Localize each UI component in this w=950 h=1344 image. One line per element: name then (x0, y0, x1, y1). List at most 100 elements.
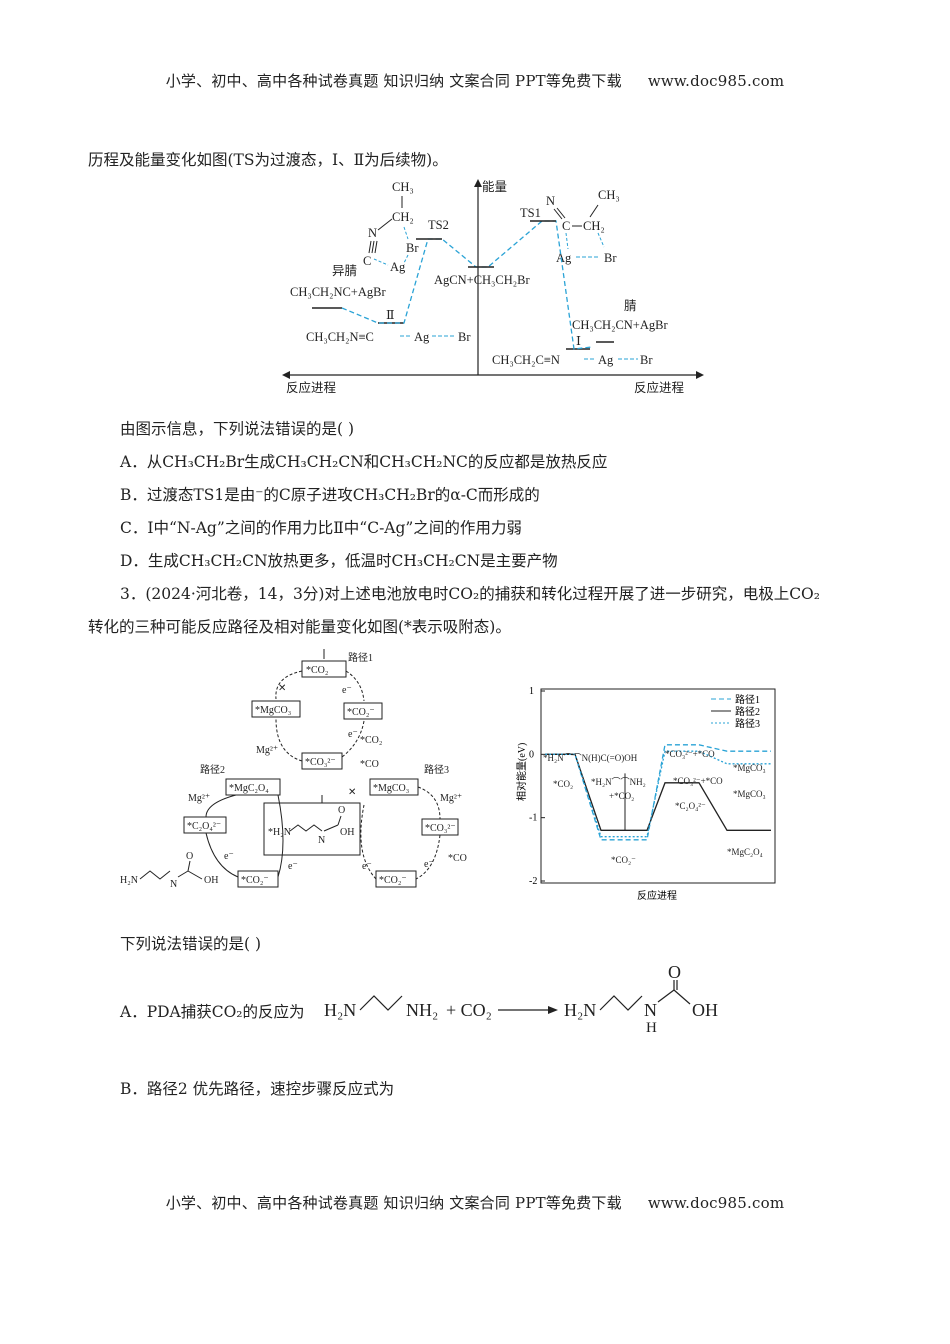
page-header: 小学、初中、高中各种试卷真题 知识归纳 文案合同 PPT等免费下载 www.doc… (0, 70, 950, 91)
right-complex-ag: Ag (598, 353, 614, 367)
box-pda-o: O (338, 805, 345, 816)
x-label-left: 反应进程 (286, 380, 337, 395)
path2-label: 路径2 (200, 763, 225, 776)
series-line-3 (545, 750, 771, 838)
eq-right-oh: OH (692, 1000, 718, 1020)
intermediate-ii-label: Ⅱ (386, 308, 395, 322)
path3-label: 路径3 (424, 763, 449, 776)
left-complex-br: Br (458, 330, 471, 344)
struct-c-left: C (363, 254, 371, 268)
chart-annot-10: *MgC₂O₄ (727, 847, 763, 857)
q3-option-a-label[interactable]: A．PDA捕获CO₂的反应为 (120, 1003, 305, 1021)
footer-url[interactable]: www.doc985.com (647, 1194, 785, 1212)
struct-ch2-right: CH₂ (583, 219, 605, 233)
right-complex: CH₃CH₂C≡N (492, 353, 560, 367)
struct-br-left: Br (406, 241, 419, 255)
pda-free-h2n: H₂N (120, 875, 138, 886)
path1-label: 路径1 (348, 651, 373, 664)
struct-c-right: C (562, 219, 570, 233)
middle-state: AgCN+CH₃CH₂Br (434, 273, 530, 287)
e-p1b: e⁻ (348, 729, 358, 740)
chart-xlabel: 反应进程 (637, 889, 677, 902)
box-co2m-p3: *CO₂⁻ (379, 875, 407, 886)
struct-br-right: Br (604, 251, 617, 265)
q2-stem: 由图示信息，下列说法错误的是( ) (120, 420, 355, 438)
q2-option-b[interactable]: B．过渡态TS1是由⁻的C原子进攻CH₃CH₂Br的α-C而形成的 (120, 486, 540, 504)
eq-left-nh2: NH₂ (406, 1000, 438, 1020)
e-p3b: e⁻ (362, 861, 372, 872)
q2-option-a[interactable]: A．从CH₃CH₂Br生成CH₃CH₂CN和CH₃CH₂NC的反应都是放热反应 (120, 453, 608, 471)
footer-text: 小学、初中、高中各种试卷真题 知识归纳 文案合同 PPT等免费下载 (165, 1194, 622, 1212)
intro-text: 历程及能量变化如图(TS为过渡态，Ⅰ、Ⅱ为后续物)。 (88, 151, 448, 169)
box-pda-n: N (318, 835, 325, 846)
chart-annot-8: *MgCO₃ (733, 789, 766, 799)
eq-left-h2n: H₂N (324, 1000, 356, 1020)
co-p3: *CO (448, 853, 467, 864)
mg-p2: Mg²⁺ (188, 793, 210, 804)
q3-stem-line2: 转化的三种可能反应路径及相对能量变化如图(*表示吸附态)。 (88, 618, 511, 636)
chart-annot-5: *CO₃²⁻+*CO (665, 749, 715, 759)
eq-plus-co2: + CO₂ (446, 1000, 492, 1020)
chart-annot-4: *CO₂⁻ (611, 855, 636, 865)
left-complex-ag: Ag (414, 330, 430, 344)
pda-capture-equation: H₂N NH₂ + CO₂ H₂N N H O OH (324, 962, 718, 1034)
header-url[interactable]: www.doc985.com (647, 72, 785, 90)
chart-annot-1: *CO₂ (553, 779, 573, 789)
right-product: CH₃CH₂CN+AgBr (572, 318, 668, 332)
isonitrile-label: 异腈 (332, 264, 357, 278)
struct-ag-right: Ag (556, 251, 572, 265)
energy-profile-figure: 能量 反应进程 反应进程 CH₃ CH₂ N C Ag Br 异腈 CH₃CH₂… (282, 179, 704, 395)
y-tick-label-1: 0 (529, 749, 534, 760)
e-center: e⁻ (288, 861, 298, 872)
struct-ch3-right: CH₃ (598, 188, 620, 202)
e-p1a: e⁻ (342, 685, 352, 696)
box-co2m-p2: *CO₂⁻ (241, 875, 269, 886)
legend-label-3: 路径3 (735, 717, 760, 730)
e-p2: e⁻ (224, 851, 234, 862)
pda-free-n: N (170, 879, 177, 890)
cross-p1: ✕ (278, 683, 286, 694)
series-line-2 (545, 753, 771, 831)
q3-option-b[interactable]: B．路径2 优先路径，速控步骤反应式为 (120, 1080, 395, 1098)
box-mgc2o4: *MgC₂O₄ (229, 783, 269, 794)
eq-right-o: O (668, 962, 681, 982)
box-co2-top: *CO₂ (306, 665, 328, 676)
pda-free-oh: OH (204, 875, 218, 886)
chart-annot-3: +*CO₂ (609, 791, 634, 801)
header-text: 小学、初中、高中各种试卷真题 知识归纳 文案合同 PPT等免费下载 (165, 72, 622, 90)
page-footer: 小学、初中、高中各种试卷真题 知识归纳 文案合同 PPT等免费下载 www.doc… (0, 1192, 950, 1213)
eq-right-h2n: H₂N (564, 1000, 596, 1020)
box-c2o4: *C₂O₄²⁻ (187, 821, 221, 832)
box-co3-p1: *CO₃²⁻ (305, 757, 336, 768)
q3-stem-line3: 下列说法错误的是( ) (120, 935, 262, 953)
intermediate-i-label: Ⅰ (576, 334, 581, 348)
eq-right-n: N (644, 1000, 657, 1020)
co-p1: *CO (360, 759, 379, 770)
reaction-pathway-diagram: 路径1 *CO₂ *MgCO₃ *CO₂⁻ *CO₃²⁻ Mg²⁺ e⁻ e⁻ … (120, 649, 467, 890)
struct-ag-left: Ag (390, 260, 406, 274)
box-mgco3-p1: *MgCO₃ (255, 705, 291, 716)
y-tick-label-0: 1 (529, 686, 534, 697)
struct-n-right: N (546, 194, 555, 208)
box-co3-p3: *CO₃²⁻ (425, 823, 456, 834)
x-label-right: 反应进程 (634, 380, 685, 395)
mg-p1: Mg²⁺ (256, 745, 278, 756)
pda-free-o: O (186, 851, 193, 862)
co2-p1-add: *CO₂ (360, 735, 382, 746)
y-tick-label-2: -1 (529, 813, 537, 824)
chart-annot-7: *MgCO₃ (733, 763, 766, 773)
cross-p3: ✕ (348, 787, 356, 798)
q2-option-c[interactable]: C．Ⅰ中“N-Ag”之间的作用力比Ⅱ中“C-Ag”之间的作用力弱 (120, 519, 522, 537)
mg-p3: Mg²⁺ (440, 793, 462, 804)
chart-ylabel: 相对能量(eV) (515, 743, 528, 801)
q2-option-d[interactable]: D．生成CH₃CH₂CN放热更多，低温时CH₃CH₂CN是主要产物 (120, 552, 558, 570)
chart-annot-6: *CO₃²⁻+*CO (673, 776, 723, 786)
box-co2m-p1: *CO₂⁻ (347, 707, 375, 718)
box-mgco3-p3: *MgCO₃ (373, 783, 409, 794)
y-tick-label-3: -2 (529, 876, 537, 887)
e-p3: e⁻ (424, 859, 434, 870)
box-pda-oh: OH (340, 827, 354, 838)
struct-n-left: N (368, 226, 377, 240)
q3-stem-line1: 3．(2024·河北卷，14，3分)对上述电池放电时CO₂的捕获和转化过程开展了… (120, 585, 820, 603)
